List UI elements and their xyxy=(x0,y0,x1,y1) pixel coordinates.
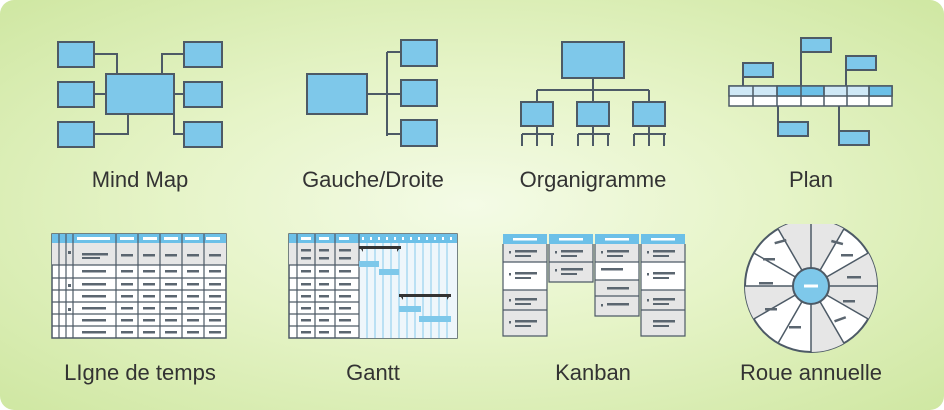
template-timeline[interactable]: LIgne de temps xyxy=(22,224,258,394)
template-label-annual-wheel: Roue annuelle xyxy=(740,360,882,385)
kanban-board-icon xyxy=(502,234,686,337)
template-label-org-chart: Organigramme xyxy=(519,167,667,192)
template-plan[interactable]: Plan xyxy=(693,30,929,200)
timeline-table-icon xyxy=(51,233,227,339)
mind-map-icon xyxy=(57,41,223,148)
gantt-chart-icon xyxy=(288,233,458,339)
template-label-timeline: LIgne de temps xyxy=(64,360,216,385)
template-kanban[interactable]: Kanban xyxy=(475,224,711,394)
template-org-chart[interactable]: Organigramme xyxy=(475,30,711,200)
left-right-tree-icon xyxy=(306,39,438,147)
template-label-mind-map: Mind Map xyxy=(91,167,189,192)
template-label-gantt: Gantt xyxy=(346,360,400,385)
org-chart-icon xyxy=(520,41,666,146)
template-mind-map[interactable]: Mind Map xyxy=(22,30,258,200)
annual-wheel-icon xyxy=(744,224,878,353)
template-left-right[interactable]: Gauche/Droite xyxy=(255,30,491,200)
template-gantt[interactable]: Gantt xyxy=(255,224,491,394)
template-label-kanban: Kanban xyxy=(555,360,631,385)
plan-icon xyxy=(728,37,893,146)
template-label-plan: Plan xyxy=(788,167,834,192)
template-label-left-right: Gauche/Droite xyxy=(302,167,444,192)
template-annual-wheel[interactable]: Roue annuelle xyxy=(693,224,929,394)
